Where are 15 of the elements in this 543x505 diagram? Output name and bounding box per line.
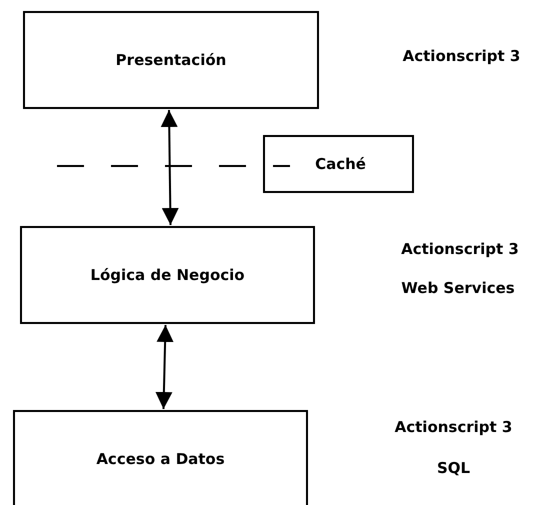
layer-title: Caché bbox=[315, 155, 366, 173]
layer-box bbox=[20, 226, 315, 324]
layer-box bbox=[13, 410, 308, 505]
arrow bbox=[155, 324, 174, 410]
technology-label: Web Services bbox=[400, 279, 516, 297]
arrow bbox=[160, 110, 179, 226]
technology-label: Actionscript 3 bbox=[402, 47, 522, 65]
layer-box bbox=[23, 11, 319, 109]
technology-label: SQL bbox=[436, 459, 472, 477]
layer-title: Lógica de Negocio bbox=[90, 266, 245, 284]
technology-label: Actionscript 3 bbox=[394, 418, 514, 436]
cache-box bbox=[263, 135, 414, 193]
layer-title: Acceso a Datos bbox=[96, 450, 225, 468]
layer-title: Presentación bbox=[116, 51, 226, 69]
technology-label: Actionscript 3 bbox=[400, 240, 520, 258]
